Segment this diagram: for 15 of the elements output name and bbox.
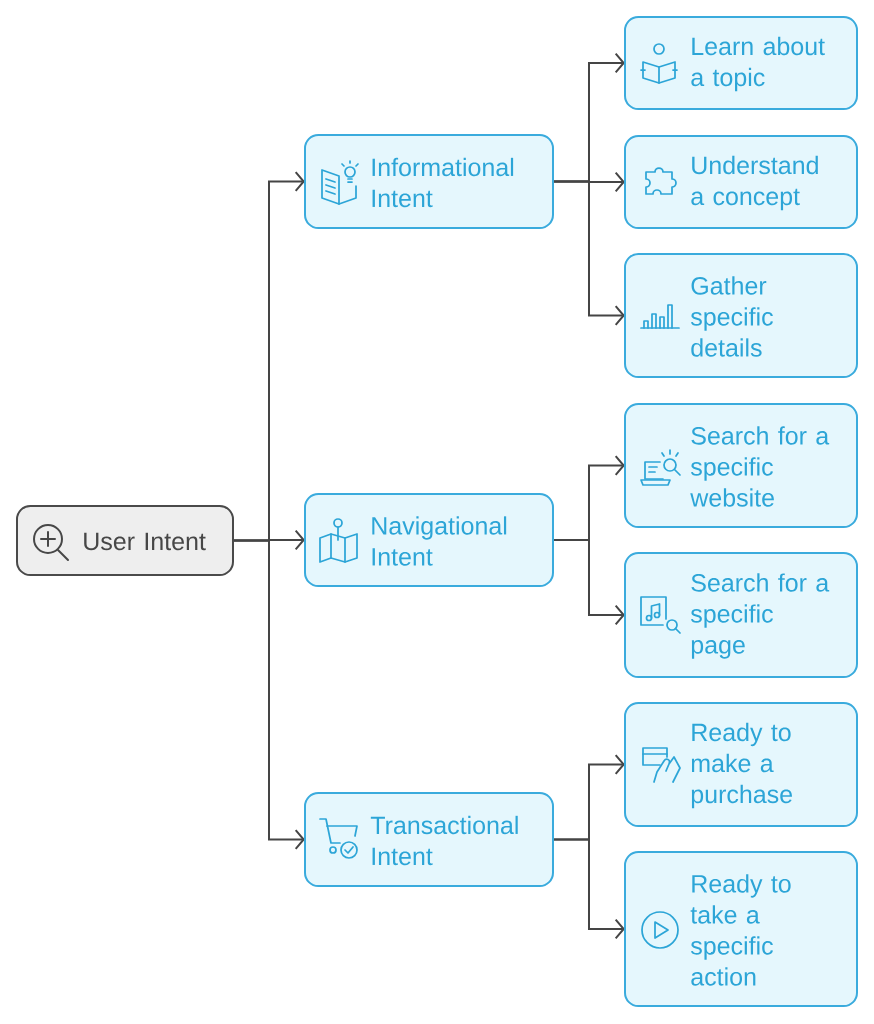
- connector-arrow: [552, 539, 625, 626]
- subcategory-box: Search for a specific page: [624, 552, 858, 678]
- subcategory-box: Ready to take a specific action: [624, 851, 858, 1007]
- subcategory-box: Understand a concept: [624, 135, 858, 229]
- subcategory-box: Learn about a topic: [624, 16, 858, 110]
- connector-arrow: [552, 180, 625, 326]
- category-box: Informational Intent: [304, 134, 554, 229]
- subcategory-box: Gather specific details: [624, 253, 858, 378]
- category-box: Transactional Intent: [304, 792, 554, 887]
- connector-arrow: [552, 838, 625, 940]
- subcategory-box: Search for a specific website: [624, 403, 858, 528]
- connector-arrow: [232, 539, 305, 850]
- subcategory-box: Ready to make a purchase: [624, 702, 858, 827]
- root-box: User Intent: [16, 505, 234, 576]
- category-box: Navigational Intent: [304, 493, 554, 587]
